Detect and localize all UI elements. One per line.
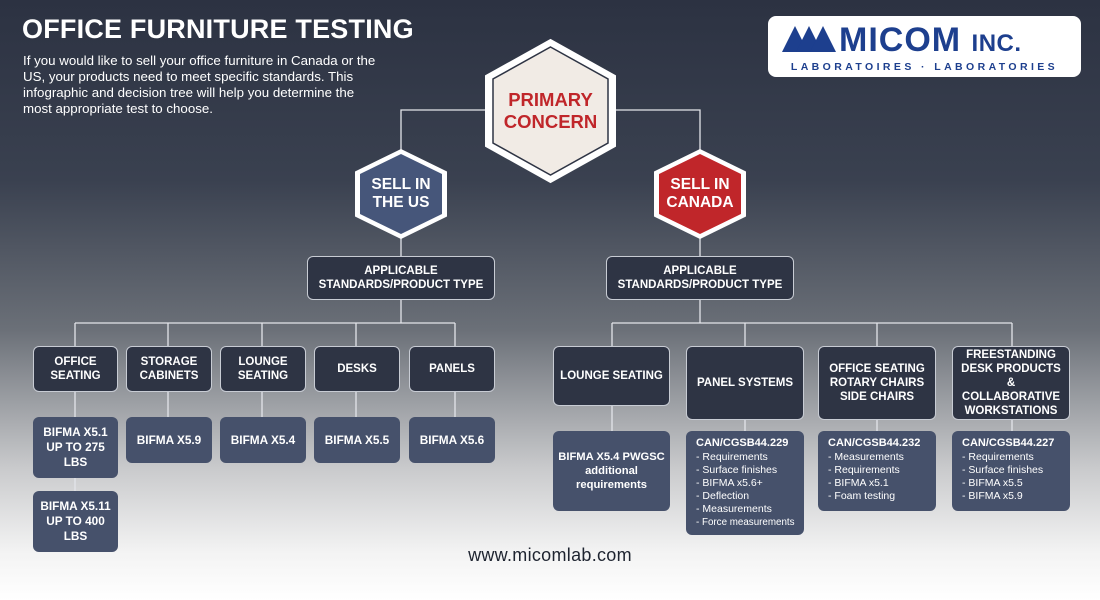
- primary-concern-label: PRIMARY CONCERN: [503, 89, 598, 132]
- sell-in-us-label: SELL IN THE US: [371, 175, 431, 211]
- us-category-office-seating: OFFICE SEATING: [33, 346, 118, 392]
- logo-subtitle: LABORATOIRES · LABORATORIES: [790, 61, 1059, 73]
- us-category-lounge-seating: LOUNGE SEATING: [220, 346, 306, 392]
- hexagon-shape: [485, 38, 616, 184]
- canada-standard-can-cgsb44-229: CAN/CGSB44.229 - Requirements - Surface …: [686, 431, 804, 535]
- list-item: - Foam testing: [828, 490, 896, 502]
- us-applicable-standards-box: APPLICABLE STANDARDS/PRODUCT TYPE: [307, 256, 495, 300]
- logo-suffix: INC.: [971, 30, 1022, 57]
- standard-title: CAN/CGSB44.229: [696, 437, 789, 449]
- list-item: - Surface finishes: [696, 464, 778, 476]
- list-item: - BIFMA x5.9: [962, 490, 1023, 502]
- standard-title: CAN/CGSB44.227: [962, 437, 1055, 449]
- canada-category-panel-systems: PANEL SYSTEMS: [686, 346, 804, 420]
- canada-standard-can-cgsb44-227: CAN/CGSB44.227 - Requirements - Surface …: [952, 431, 1070, 511]
- list-item: - BIFMA x5.1: [828, 477, 889, 489]
- list-item: - BIFMA x5.6+: [696, 477, 763, 489]
- canada-standard-bifma-x5-4-pwgsc: BIFMA X5.4 PWGSC additional requirements: [553, 431, 670, 511]
- canada-category-freestanding-desks: FREESTANDING DESK PRODUCTS & COLLABORATI…: [952, 346, 1070, 420]
- list-item: - Measurements: [828, 451, 904, 463]
- page-title: OFFICE FURNITURE TESTING: [22, 14, 414, 44]
- list-item: - Requirements: [828, 464, 900, 476]
- us-standard-bifma-x5-4: BIFMA X5.4: [220, 417, 306, 463]
- sell-in-us-node: SELL IN THE US: [354, 148, 448, 240]
- canada-category-office-seating: OFFICE SEATING ROTARY CHAIRS SIDE CHAIRS: [818, 346, 936, 420]
- list-item: - Deflection: [696, 490, 750, 502]
- intro-text: If you would like to sell your office fu…: [23, 53, 376, 116]
- us-category-storage-cabinets: STORAGE CABINETS: [126, 346, 212, 392]
- us-standard-bifma-x5-5: BIFMA X5.5: [314, 417, 400, 463]
- list-item: - Measurements: [696, 503, 772, 515]
- micom-logo[interactable]: MICOM INC. LABORATOIRES · LABORATORIES: [768, 16, 1081, 77]
- primary-concern-node: PRIMARY CONCERN: [484, 38, 617, 184]
- hexagon-shape: [654, 149, 746, 239]
- us-standard-bifma-x5-1: BIFMA X5.1 UP TO 275 LBS: [33, 417, 118, 478]
- triangle-mountains-icon: [782, 26, 836, 52]
- canada-applicable-standards-box: APPLICABLE STANDARDS/PRODUCT TYPE: [606, 256, 794, 300]
- hexagon-shape: [355, 149, 447, 239]
- standard-title: CAN/CGSB44.232: [828, 437, 921, 449]
- us-standard-bifma-x5-9: BIFMA X5.9: [126, 417, 212, 463]
- us-category-desks: DESKS: [314, 346, 400, 392]
- list-item: - Requirements: [962, 451, 1034, 463]
- website-link[interactable]: www.micomlab.com: [468, 545, 632, 565]
- list-item: - BIFMA x5.5: [962, 477, 1023, 489]
- logo-name: MICOM: [839, 21, 962, 59]
- us-standard-bifma-x5-6: BIFMA X5.6: [409, 417, 495, 463]
- us-category-panels: PANELS: [409, 346, 495, 392]
- canada-standard-can-cgsb44-232: CAN/CGSB44.232 - Measurements - Requirem…: [818, 431, 936, 511]
- list-item: - Force measurements: [696, 517, 795, 528]
- sell-in-canada-node: SELL IN CANADA: [653, 148, 747, 240]
- us-standard-bifma-x5-11: BIFMA X5.11 UP TO 400 LBS: [33, 491, 118, 552]
- list-item: - Requirements: [696, 451, 768, 463]
- canada-category-lounge-seating: LOUNGE SEATING: [553, 346, 670, 406]
- sell-in-canada-label: SELL IN CANADA: [666, 175, 734, 211]
- list-item: - Surface finishes: [962, 464, 1044, 476]
- logo-wordmark: MICOM INC.: [839, 21, 1022, 63]
